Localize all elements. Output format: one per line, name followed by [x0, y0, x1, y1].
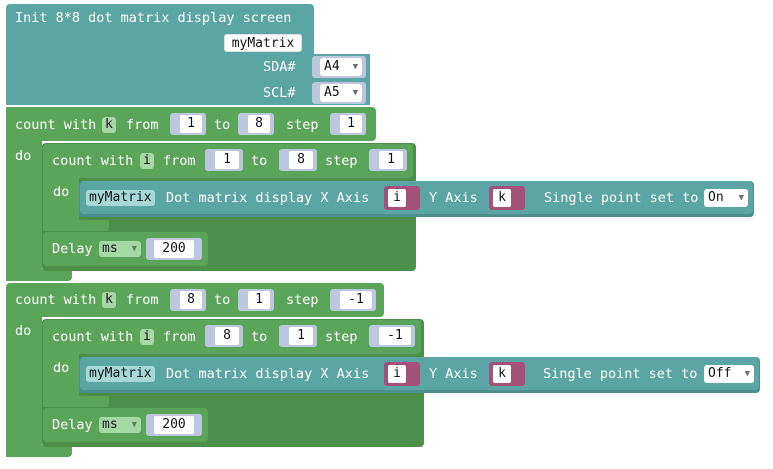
inner2-to-label: to: [251, 329, 268, 345]
init-matrix-block-tail: [6, 54, 370, 105]
loop2-to-label: to: [214, 292, 231, 308]
dot1-y-var[interactable]: k: [493, 189, 511, 207]
dot1-state: On: [708, 190, 724, 205]
inner1-to-field[interactable]: 8: [289, 151, 313, 169]
sda-label: SDA#: [263, 59, 296, 75]
chevron-down-icon: ▼: [131, 244, 137, 254]
loop1-spine: [6, 141, 42, 281]
loop1-var[interactable]: k: [102, 117, 116, 133]
dot2-text: Dot matrix display X Axis: [166, 366, 370, 382]
dot2-y-var[interactable]: k: [493, 365, 511, 383]
inner2-footer: [43, 396, 109, 408]
inner1-to-label: to: [251, 153, 268, 169]
loop1-from-label: from: [126, 117, 159, 133]
loop1-step-label: step: [286, 117, 319, 133]
loop1-step-field[interactable]: 1: [340, 115, 362, 133]
inner1-var[interactable]: i: [140, 153, 154, 169]
loop1-from-field[interactable]: 1: [180, 115, 202, 133]
loop2-step-label: step: [286, 292, 319, 308]
scl-value: A5: [324, 85, 340, 100]
dot1-y-var-block[interactable]: k: [489, 186, 525, 210]
dot1-text: Dot matrix display X Axis: [166, 190, 370, 206]
chevron-down-icon: ▼: [352, 88, 358, 98]
dot2-y-label: Y Axis: [429, 366, 478, 382]
scl-dropdown[interactable]: A5 ▼: [320, 84, 362, 102]
chevron-down-icon: ▼: [744, 369, 750, 379]
inner1-count-with: count with: [52, 153, 134, 169]
delay2-unit-dropdown[interactable]: ms ▼: [99, 417, 141, 433]
loop2-from-field[interactable]: 8: [180, 291, 202, 309]
loop2-to-field[interactable]: 1: [248, 291, 270, 309]
inner1-step-field[interactable]: 1: [379, 151, 403, 169]
loop1-to-field[interactable]: 8: [248, 115, 270, 133]
loop1-to-label: to: [214, 117, 231, 133]
inner2-do-label: do: [53, 360, 70, 376]
dot1-x-var-block[interactable]: i: [384, 186, 420, 210]
matrix-name-field[interactable]: myMatrix: [224, 34, 302, 52]
inner1-do-label: do: [53, 184, 70, 200]
dot2-set-label: Single point set to: [543, 366, 698, 382]
scl-label: SCL#: [263, 85, 296, 101]
loop2-footer: [6, 445, 72, 457]
dot2-state-dropdown[interactable]: Off ▼: [704, 365, 754, 383]
inner2-count-with: count with: [52, 329, 134, 345]
loop2-do-label: do: [15, 323, 32, 339]
chevron-down-icon: ▼: [352, 62, 358, 72]
sda-value: A4: [324, 59, 340, 74]
delay1-label: Delay: [52, 241, 93, 257]
delay1-unit: ms: [102, 241, 118, 256]
chevron-down-icon: ▼: [738, 193, 744, 203]
sda-dropdown[interactable]: A4 ▼: [320, 58, 362, 76]
loop1-do-label: do: [15, 148, 32, 164]
inner1-from-field[interactable]: 1: [215, 151, 239, 169]
dot1-x-var[interactable]: i: [388, 189, 406, 207]
dot2-state: Off: [708, 366, 732, 381]
inner2-to-field[interactable]: 1: [289, 327, 313, 345]
inner1-footer: [43, 220, 109, 232]
dot1-matrix-name[interactable]: myMatrix: [86, 190, 155, 206]
loop2-count-with: count with: [15, 292, 97, 308]
loop2-step-field[interactable]: -1: [340, 291, 372, 309]
delay1-value[interactable]: 200: [154, 240, 194, 258]
dot2-x-var[interactable]: i: [388, 365, 406, 383]
dot1-set-label: Single point set to: [544, 190, 699, 206]
dot1-y-label: Y Axis: [429, 190, 478, 206]
inner2-from-field[interactable]: 8: [215, 327, 239, 345]
chevron-down-icon: ▼: [131, 420, 137, 430]
loop2-spine: [6, 317, 42, 457]
dot2-x-var-block[interactable]: i: [384, 362, 420, 386]
dot2-y-var-block[interactable]: k: [489, 362, 525, 386]
inner2-from-label: from: [163, 329, 196, 345]
inner2-step-label: step: [325, 329, 358, 345]
dot2-matrix-name[interactable]: myMatrix: [86, 366, 155, 382]
loop1-footer: [6, 269, 72, 281]
delay2-value[interactable]: 200: [154, 416, 194, 434]
dot1-state-dropdown[interactable]: On ▼: [704, 189, 748, 207]
init-title: Init 8*8 dot matrix display screen: [15, 10, 292, 26]
delay2-label: Delay: [52, 417, 93, 433]
delay2-unit: ms: [102, 417, 118, 432]
loop2-var[interactable]: k: [102, 292, 116, 308]
inner2-step-field[interactable]: -1: [379, 327, 411, 345]
loop1-count-with: count with: [15, 117, 97, 133]
delay1-unit-dropdown[interactable]: ms ▼: [99, 241, 141, 257]
inner2-var[interactable]: i: [140, 329, 154, 345]
loop2-from-label: from: [126, 292, 159, 308]
inner1-from-label: from: [163, 153, 196, 169]
inner1-step-label: step: [325, 153, 358, 169]
